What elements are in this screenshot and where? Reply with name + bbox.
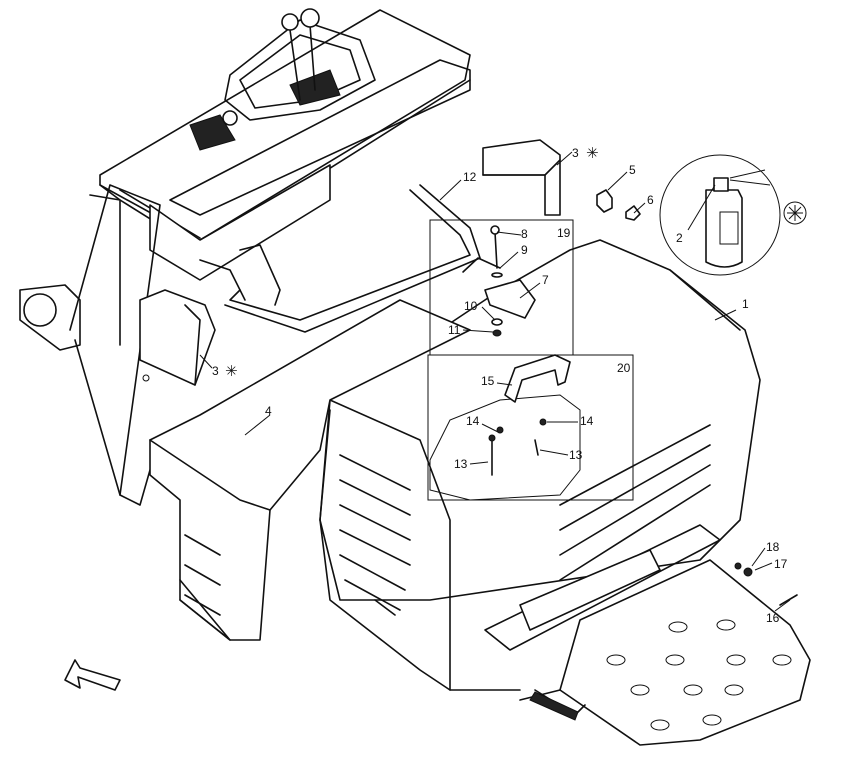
callout-4: 4 [265,404,272,418]
pad-upper [482,139,561,216]
callout-15: 15 [481,374,495,388]
callout-5: 5 [629,163,636,177]
star-markers: ✳ ✳ [225,144,807,380]
operator-console [19,8,471,506]
fender [149,299,471,641]
callout-16: 16 [766,611,780,625]
star-icon [783,201,807,225]
callout-18: 18 [766,540,780,554]
latch [462,225,536,337]
step-fasteners [734,562,798,606]
callout-11: 11 [448,323,461,337]
callout-13-right: 13 [569,448,583,462]
detail-box-20 [427,354,634,501]
star-icon: ✳ [225,362,238,380]
callout-3-left: 3 [212,364,219,378]
callout-8: 8 [521,227,528,241]
step-holes [606,619,792,731]
callout-7: 7 [542,273,549,287]
callout-20: 20 [617,361,631,375]
pad-left [139,289,216,386]
callout-12: 12 [463,170,477,184]
callout-17: 17 [774,557,788,571]
callout-3-upper: 3 [572,146,579,160]
leader-lines [199,151,791,612]
star-icon: ✳ [586,144,599,162]
spray-can-icon [659,154,781,276]
callout-labels: 1 2 3 3 4 5 6 7 8 9 10 11 12 13 13 14 14… [212,146,788,625]
fasteners [488,418,547,476]
seal-strip [224,184,481,333]
callout-1: 1 [742,297,749,311]
callout-6: 6 [647,193,654,207]
grab-handle [504,354,571,403]
callout-13-left: 13 [454,457,468,471]
callout-9: 9 [521,243,528,257]
step-platform [484,524,811,746]
vent-slots [339,424,711,616]
arrow-icon [64,659,121,691]
callout-2: 2 [676,231,683,245]
callout-19: 19 [557,226,571,240]
bumper-part [596,189,641,221]
callout-14-left: 14 [466,414,480,428]
callout-14-right: 14 [580,414,594,428]
callout-10: 10 [464,299,478,313]
